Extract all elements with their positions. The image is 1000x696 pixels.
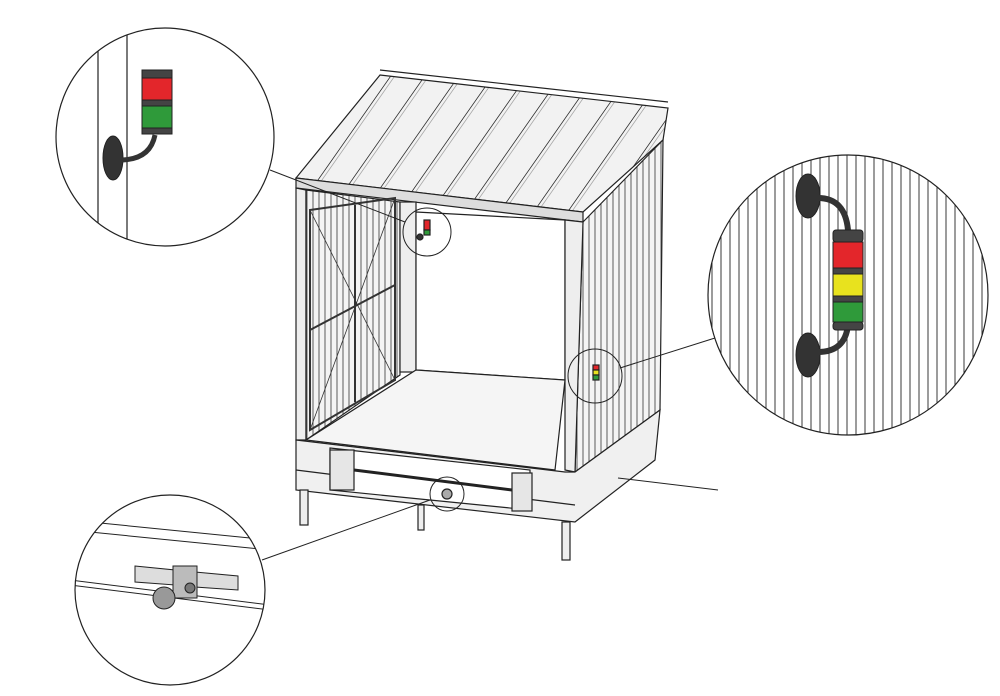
detail-markers	[402, 207, 623, 512]
floor	[304, 369, 566, 471]
leg	[561, 521, 571, 561]
leg	[417, 504, 425, 531]
mount-icon	[795, 173, 821, 219]
roof	[294, 74, 669, 213]
booth	[294, 69, 669, 561]
detail-small-signal-tower	[55, 27, 275, 247]
detail-large-signal-tower	[707, 154, 989, 436]
leg	[299, 489, 309, 526]
sensor-icon	[152, 586, 176, 610]
interior-back	[415, 211, 566, 381]
detail-switch-bracket	[74, 494, 266, 686]
mount-icon	[795, 332, 821, 378]
leader-lines	[261, 169, 719, 561]
